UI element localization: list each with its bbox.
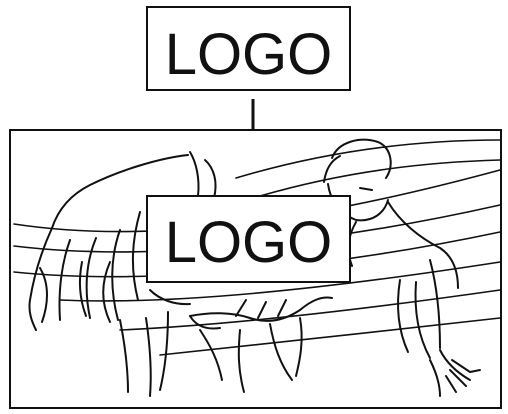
overlay-logo-text: LOGO xyxy=(165,210,333,275)
overlay-logo: LOGO xyxy=(147,196,350,282)
top-logo: LOGO xyxy=(147,7,350,90)
top-logo-text: LOGO xyxy=(165,22,333,87)
